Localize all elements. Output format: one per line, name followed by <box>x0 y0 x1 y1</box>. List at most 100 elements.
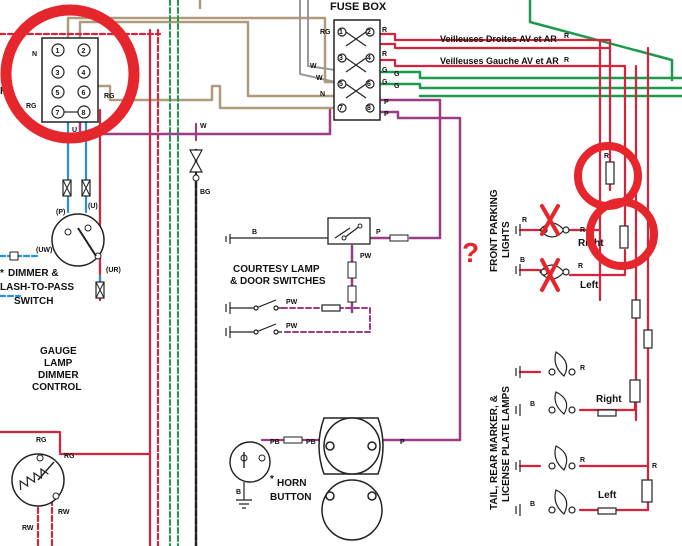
dimmer-line2: LASH-TO-PASS <box>0 282 74 293</box>
tail-lamps <box>515 351 576 516</box>
wire-r-droite: R <box>564 33 569 40</box>
wire-b-park: B <box>520 257 525 264</box>
wire-r-tail-1: R <box>580 365 585 372</box>
cross-mark-right <box>540 204 560 236</box>
wire-red-1 <box>376 32 612 192</box>
wire-red-park-l <box>568 248 627 277</box>
fb-wire-p2: P <box>384 111 389 118</box>
wire-g-right-2: G <box>394 83 400 90</box>
wire-rg-gauge: RG <box>36 437 47 444</box>
switch-number-1: 1 <box>56 48 60 55</box>
horn-line1: HORN <box>277 478 306 489</box>
front-parking-label: FRONT PARKING <box>489 189 500 272</box>
dimmer-switch: (P) (U) (UW) (UR) <box>9 179 121 299</box>
switch-number-6: 6 <box>82 90 86 97</box>
wire-r-gauche: R <box>564 57 569 64</box>
switch-number-5: 5 <box>56 90 60 97</box>
tail-left-label: Left <box>598 490 617 501</box>
highlight-circle-lower <box>586 198 658 270</box>
gauge-line2: LAMP <box>44 358 73 369</box>
wire-b-courtesy: B <box>252 229 257 236</box>
switch-number-2: 2 <box>82 48 86 55</box>
wire-g-right-1: G <box>394 71 400 78</box>
fb-wire-r1: R <box>382 27 387 34</box>
wire-pb-2: PB <box>306 439 316 446</box>
wire-bg: BG <box>200 189 211 196</box>
wire-rg-2: RG <box>104 93 115 100</box>
fb-wire-rg: RG <box>320 29 331 36</box>
wire-r-park-1: R <box>522 217 527 224</box>
fuse-number-7: 7 <box>339 105 343 112</box>
highlight-circle-switch <box>0 4 140 144</box>
fuse-contacts <box>337 27 375 113</box>
wire-b-tail-2: B <box>530 501 535 508</box>
tail-label: TAIL, REAR MARKER, & <box>489 395 500 510</box>
fuse-box: FUSE BOX 1 2 3 4 5 6 7 8 RG R R W W G G … <box>310 1 400 121</box>
wire-red-rw <box>36 498 54 546</box>
wire-p-horn: P <box>400 439 405 446</box>
dimmer-line1: DIMMER & <box>8 268 59 279</box>
horn-line2: BUTTON <box>270 492 311 503</box>
dimmer-star: * <box>0 268 4 279</box>
wire-grey-1 <box>299 0 336 83</box>
wire-red-left-to-gauge <box>0 430 62 454</box>
fb-wire-w2: W <box>316 75 323 82</box>
fuse-number-1: 1 <box>339 29 343 36</box>
horns <box>318 417 384 541</box>
fb-wire-r2: R <box>382 51 387 58</box>
wire-red-3 <box>376 58 627 232</box>
fb-wire-n: N <box>320 91 325 98</box>
wire-purple-2 <box>376 98 442 240</box>
wire-p-1: (P) <box>56 209 65 216</box>
wire-ur: (UR) <box>106 267 121 274</box>
fuse-number-4: 4 <box>367 55 371 62</box>
wire-green-3 <box>376 82 682 90</box>
wire-b-tail-1: B <box>530 401 535 408</box>
fb-wire-w1: W <box>310 63 317 70</box>
parking-lamp-left <box>515 264 570 280</box>
wire-b-horn: B <box>236 489 241 496</box>
gauge-dimmer-control <box>11 453 65 507</box>
wire-purple-1 <box>78 108 332 136</box>
fuse-number-2: 2 <box>367 29 371 36</box>
switch-number-3: 3 <box>56 70 60 77</box>
fb-wire-g2: G <box>382 79 388 86</box>
wire-r-conn-1: R <box>604 153 609 160</box>
front-parking-label2: LIGHTS <box>501 221 512 258</box>
right-connectors <box>597 161 653 515</box>
park-left-label: Left <box>580 280 599 291</box>
switch-number-7: 7 <box>56 110 60 117</box>
courtesy-line1: COURTESY LAMP <box>233 264 320 275</box>
wire-pw-3: PW <box>286 323 298 330</box>
fuse-number-5: 5 <box>339 81 343 88</box>
switch-number-8: 8 <box>82 110 86 117</box>
gauge-line1: GAUGE <box>40 346 77 357</box>
question-mark: ? <box>462 237 479 268</box>
dimmer-line3: SWITCH <box>14 296 53 307</box>
veilleuses-gauches-text: Veilleuses Gauche AV et AR <box>440 56 559 66</box>
courtesy-line2: & DOOR SWITCHES <box>230 276 326 287</box>
wire-rw-2: RW <box>58 509 70 516</box>
wire-rw-1: RW <box>22 525 34 532</box>
horn-star: * <box>270 474 274 485</box>
gauge-line4: CONTROL <box>32 382 81 393</box>
bulb-connector-mid <box>188 149 204 182</box>
fuse-box-body <box>333 19 381 121</box>
fb-wire-p1: P <box>384 99 389 106</box>
wire-green-2 <box>376 70 682 80</box>
wire-tan-1 <box>66 16 337 84</box>
wire-p-courtesy: P <box>376 229 381 236</box>
fuse-number-8: 8 <box>367 105 371 112</box>
door-switches <box>225 299 341 338</box>
switch-number-4: 4 <box>82 70 86 77</box>
wire-purple-3 <box>376 110 462 442</box>
wire-r-park-2: R <box>580 227 585 234</box>
wire-w-mid: W <box>200 123 207 130</box>
wire-r-tail-3: R <box>652 463 657 470</box>
wire-rg-gauge2: RG <box>64 453 75 460</box>
wire-n-1: N <box>32 51 37 58</box>
wire-grey-2 <box>307 0 336 71</box>
fb-wire-g1: G <box>382 67 388 74</box>
wire-u-1: U <box>72 127 77 134</box>
